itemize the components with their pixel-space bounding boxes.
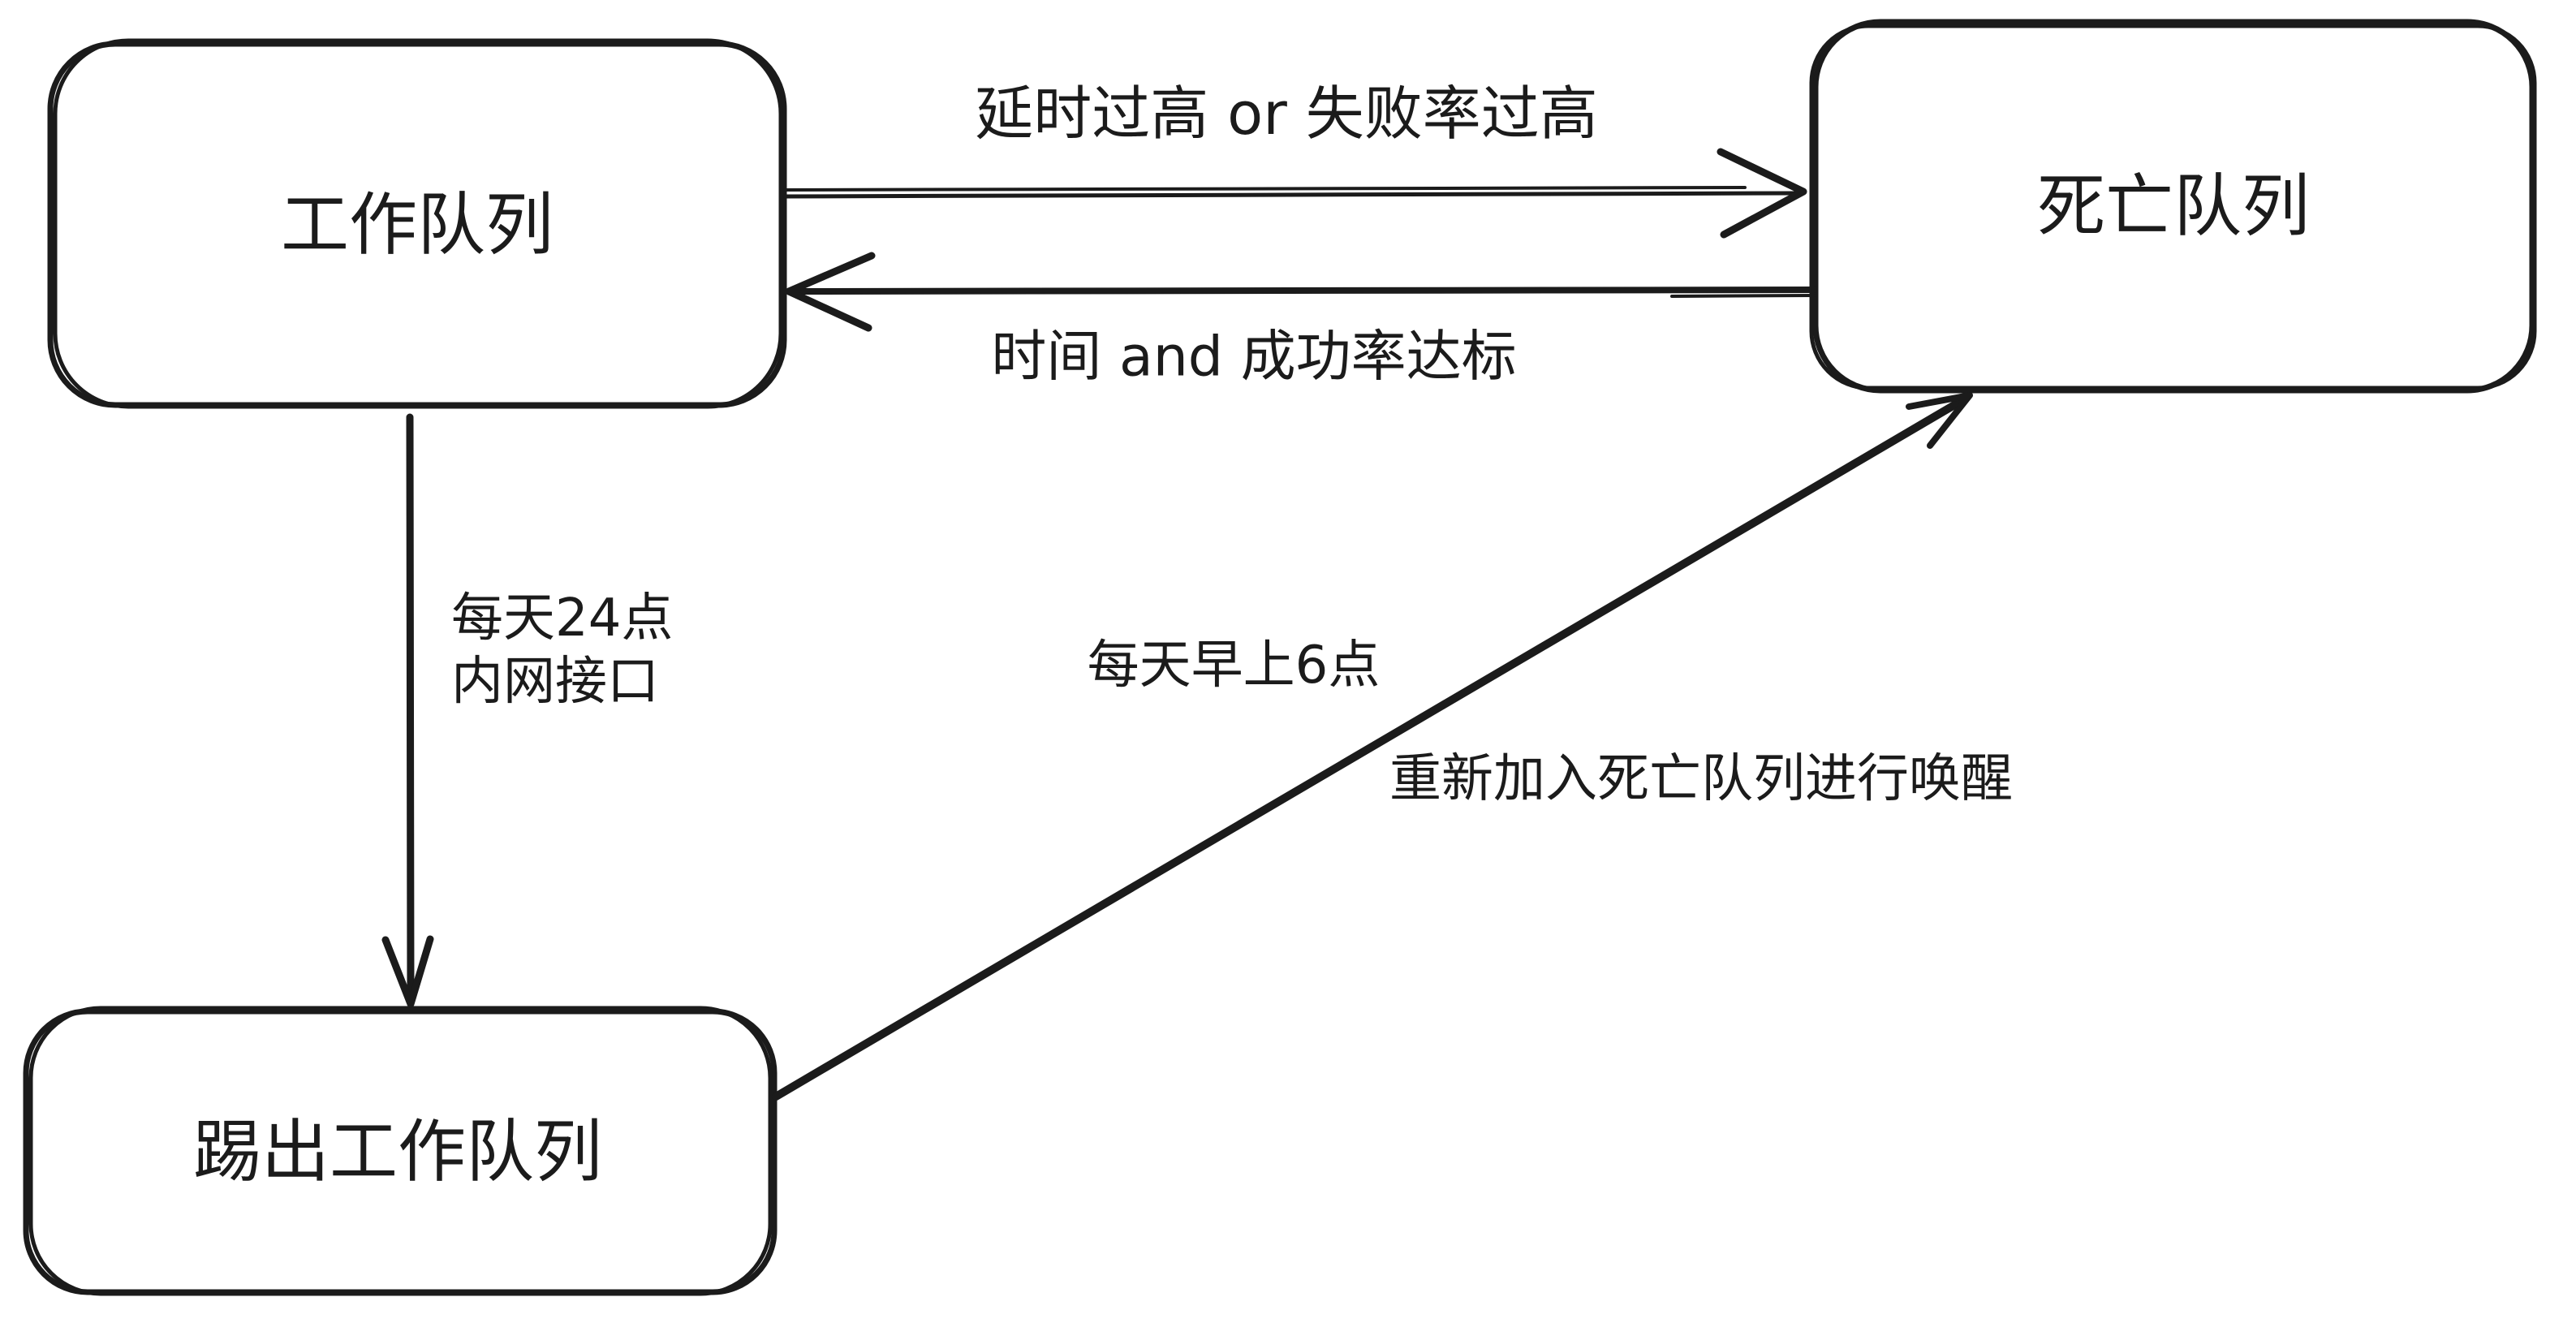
node-work-queue: 工作队列 bbox=[47, 38, 787, 409]
node-work-queue-label: 工作队列 bbox=[281, 185, 554, 265]
arrow-work-to-dead-line bbox=[782, 191, 1798, 199]
node-dead-queue-label: 死亡队列 bbox=[2037, 166, 2310, 246]
node-work-queue-box-sketch-stroke bbox=[53, 38, 783, 409]
arrow-work-to-dead-line-sketch-stroke bbox=[783, 186, 1747, 192]
arrow-dead-to-work-label: 时间 and 成功率达标 bbox=[991, 325, 1516, 390]
arrow-work-to-kicked: 每天24点 内网接口 bbox=[381, 413, 673, 1008]
node-dead-queue-box bbox=[1812, 19, 2535, 394]
arrow-dead-to-work-line-sketch-stroke bbox=[1670, 294, 1816, 298]
node-kicked-out-queue-box-sketch-stroke bbox=[28, 1006, 773, 1296]
arrow-dead-to-work-arrowhead bbox=[785, 252, 876, 332]
arrow-work-to-dead: 延时过高 or 失败率过高 bbox=[782, 80, 1807, 239]
node-dead-queue: 死亡队列 bbox=[1809, 19, 2537, 394]
arrow-kicked-to-dead-label-line1: 每天早上6点 bbox=[1088, 636, 1381, 696]
arrow-dead-to-work-line bbox=[794, 287, 1817, 295]
arrow-kicked-to-dead-arrowhead bbox=[1906, 392, 1973, 449]
arrow-kicked-to-dead: 每天早上6点 重新加入死亡队列进行唤醒 bbox=[772, 392, 2013, 1101]
arrow-work-to-kicked-line bbox=[406, 413, 415, 1002]
node-dead-queue-box-sketch-stroke bbox=[1809, 24, 2537, 390]
arrow-work-to-kicked-arrowhead bbox=[381, 935, 434, 1008]
arrow-work-to-kicked-label-line1: 每天24点 bbox=[451, 588, 673, 649]
arrow-work-to-dead-label: 延时过高 or 失败率过高 bbox=[975, 80, 1597, 148]
arrow-kicked-to-dead-label-line2: 重新加入死亡队列进行唤醒 bbox=[1389, 749, 2013, 809]
arrow-kicked-to-dead-line bbox=[772, 395, 1968, 1101]
node-kicked-out-queue: 踢出工作队列 bbox=[23, 1006, 778, 1296]
arrow-work-to-dead-arrowhead bbox=[1717, 148, 1807, 239]
arrow-dead-to-work: 时间 and 成功率达标 bbox=[785, 252, 1817, 390]
node-kicked-out-queue-label: 踢出工作队列 bbox=[193, 1112, 602, 1192]
arrow-work-to-kicked-label-line2: 内网接口 bbox=[451, 652, 659, 712]
